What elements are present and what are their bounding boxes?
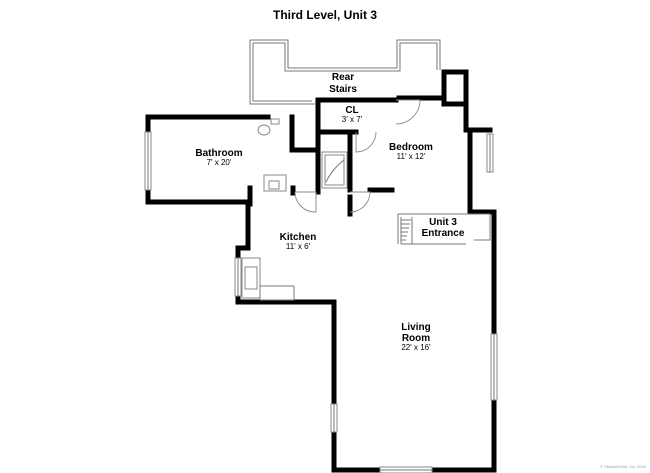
rear-stairs-label-2: Stairs [329, 84, 357, 95]
bedroom-label: Bedroom [389, 142, 433, 153]
kitchen-label: Kitchen [280, 232, 317, 243]
fixtures [241, 118, 491, 301]
bathroom-label: Bathroom [195, 148, 242, 159]
room-labels: Rear Stairs CL 3' x 7' Bedroom 11' x 12'… [195, 72, 464, 352]
entrance-stairs-icon [397, 213, 491, 245]
entrance-label-1: Unit 3 [429, 217, 457, 228]
living-room-label-1: Living [401, 322, 430, 333]
kitchen-sink-icon [241, 257, 261, 299]
bathroom-sink-icon [263, 174, 287, 192]
living-room-label-2: Room [402, 333, 430, 344]
plan-title: Third Level, Unit 3 [273, 8, 377, 22]
toilet-icon [257, 118, 280, 136]
entrance-label-2: Entrance [422, 228, 465, 239]
closet-label: CL [345, 105, 358, 116]
windows [144, 131, 498, 473]
shower-icon [321, 151, 348, 189]
rear-stairs-label-1: Rear [332, 72, 354, 83]
bathroom-dims: 7' x 20' [207, 158, 232, 167]
kitchen-counter [259, 285, 295, 301]
doors [294, 99, 421, 213]
living-room-dims: 22' x 16' [401, 343, 431, 352]
walls [145, 69, 497, 473]
closet-dims: 3' x 7' [342, 115, 363, 124]
watermark: © ShowMeOne, Inc. 2020 [600, 464, 647, 469]
kitchen-dims: 11' x 6' [286, 242, 311, 251]
bedroom-dims: 11' x 12' [397, 152, 426, 161]
rear-stairs-outline [249, 39, 441, 105]
